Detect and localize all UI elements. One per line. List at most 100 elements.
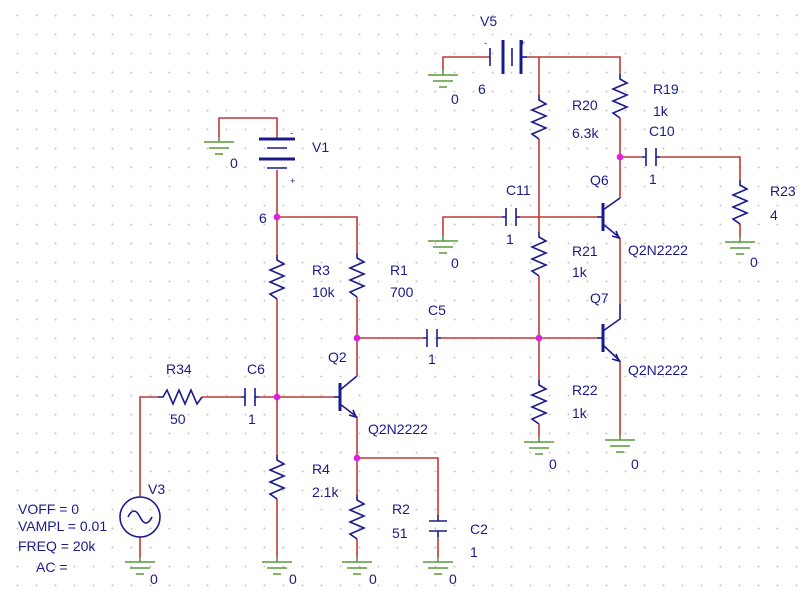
- resistor-r21[interactable]: R21 1k: [529, 232, 598, 280]
- transistor-q7[interactable]: Q7 Q2N2222: [590, 290, 688, 378]
- ground-label: 0: [449, 571, 457, 587]
- ground-label: 0: [631, 456, 639, 472]
- resistor-r19[interactable]: R19 1k: [610, 74, 679, 119]
- r2-name: R2: [392, 501, 410, 517]
- ground-icon: [262, 557, 292, 575]
- r1-name: R1: [390, 262, 408, 278]
- q2-name: Q2: [328, 349, 347, 365]
- capacitor-c6[interactable]: C6 1: [241, 361, 265, 427]
- resistor-r23[interactable]: R23 4: [730, 180, 796, 225]
- ground-c11: 0: [428, 236, 459, 271]
- capacitor-c10[interactable]: C10 1: [642, 123, 675, 187]
- r20-name: R20: [572, 97, 598, 113]
- ground-r2: 0: [342, 557, 377, 587]
- transistor-q2[interactable]: Q2 Q2N2222: [328, 349, 428, 437]
- wire-c10-r23: [660, 156, 741, 180]
- capacitor-c5[interactable]: C5 1: [423, 302, 446, 367]
- ground-v1: 0: [204, 137, 238, 171]
- dc-source-v1[interactable]: V1 - +: [259, 128, 329, 186]
- c2-value: 1: [470, 544, 478, 560]
- resistor-r2[interactable]: R2 51: [347, 495, 410, 541]
- q7-name: Q7: [590, 290, 609, 306]
- c2-name: C2: [470, 521, 488, 537]
- resistor-r34[interactable]: R34 50: [158, 361, 203, 427]
- r23-name: R23: [770, 183, 796, 199]
- v1-name: V1: [312, 139, 329, 155]
- wire-v5-supply: [527, 56, 621, 74]
- junctions: [273, 153, 624, 462]
- v3-name: V3: [148, 481, 165, 497]
- wires: [139, 56, 741, 557]
- q6-model: Q2N2222: [628, 242, 688, 258]
- wire-c11-ground: [442, 216, 502, 236]
- ground-bias: 0: [262, 557, 297, 587]
- ground-label: 0: [289, 571, 297, 587]
- ground-v3: 0: [125, 557, 158, 587]
- resistor-bias-lower[interactable]: [267, 455, 287, 500]
- r2-value: 51: [392, 525, 408, 541]
- v5-minus: -: [484, 38, 487, 48]
- v3-voff: VOFF = 0: [18, 501, 79, 517]
- ground-icon: [342, 557, 372, 575]
- ground-r23: 0: [725, 237, 758, 270]
- ground-icon: [428, 70, 458, 88]
- ground-icon: [605, 435, 635, 453]
- resistor-r1[interactable]: R1 700: [347, 253, 414, 300]
- junction-dot: [353, 334, 361, 342]
- emitter-arrow-icon: [611, 353, 621, 363]
- junction-dot: [273, 213, 281, 221]
- r4-value: 2.1k: [312, 484, 339, 500]
- ground-icon: [524, 437, 554, 455]
- emitter-arrow-icon: [611, 230, 621, 240]
- wire-emitter-c2: [357, 457, 439, 515]
- node-label-6: 6: [259, 210, 267, 226]
- v5-plus: +: [520, 38, 525, 48]
- ground-icon: [204, 137, 234, 155]
- capacitor-c11[interactable]: C11 1: [502, 182, 531, 247]
- sine-icon: [127, 510, 153, 524]
- r4-name: R4: [312, 461, 330, 477]
- resistor-r22[interactable]: R22 1k: [529, 380, 598, 425]
- r21-name: R21: [572, 243, 598, 259]
- ground-icon: [423, 557, 453, 575]
- c6-value: 1: [248, 411, 256, 427]
- ground-label: 0: [150, 571, 158, 587]
- ground-v5: 0: [428, 70, 459, 107]
- junction-dot: [273, 393, 281, 401]
- transistor-q6[interactable]: Q6 Q2N2222: [590, 172, 688, 258]
- r22-name: R22: [572, 382, 598, 398]
- ground-label: 0: [549, 456, 557, 472]
- capacitor-c2[interactable]: C2 1: [429, 515, 488, 560]
- r19-name: R19: [653, 81, 679, 97]
- r1-value: 700: [390, 284, 414, 300]
- v5-name: V5: [480, 13, 497, 29]
- v1-plus: +: [290, 176, 295, 186]
- ground-label: 0: [451, 255, 459, 271]
- r34-name: R34: [166, 361, 192, 377]
- c10-value: 1: [649, 171, 657, 187]
- r23-value: 4: [770, 207, 778, 223]
- q6-name: Q6: [590, 172, 609, 188]
- ac-source-v3[interactable]: V3 VOFF = 0 VAMPL = 0.01 FREQ = 20k AC =: [18, 481, 165, 575]
- resistor-r20[interactable]: R20 6.3k: [529, 95, 599, 141]
- dc-source-v5[interactable]: V5 6 - +: [478, 13, 527, 97]
- c11-name: C11: [506, 182, 531, 198]
- v3-freq: FREQ = 20k: [18, 538, 96, 554]
- ground-icon: [125, 557, 155, 575]
- ground-c2: 0: [423, 557, 457, 587]
- ground-label: 0: [451, 91, 459, 107]
- junction-dot: [616, 153, 624, 161]
- ground-r22: 0: [524, 437, 557, 472]
- r3-name: R3: [312, 262, 330, 278]
- resistor-r4-label: R4 2.1k: [312, 461, 339, 500]
- ground-icon: [725, 237, 755, 255]
- r21-value: 1k: [572, 264, 588, 280]
- c10-name: C10: [649, 123, 675, 139]
- ground-q7: 0: [605, 435, 639, 472]
- r22-value: 1k: [572, 405, 588, 421]
- r34-value: 50: [170, 411, 186, 427]
- resistor-r3[interactable]: R3 10k: [267, 255, 336, 300]
- v1-minus: -: [290, 128, 293, 138]
